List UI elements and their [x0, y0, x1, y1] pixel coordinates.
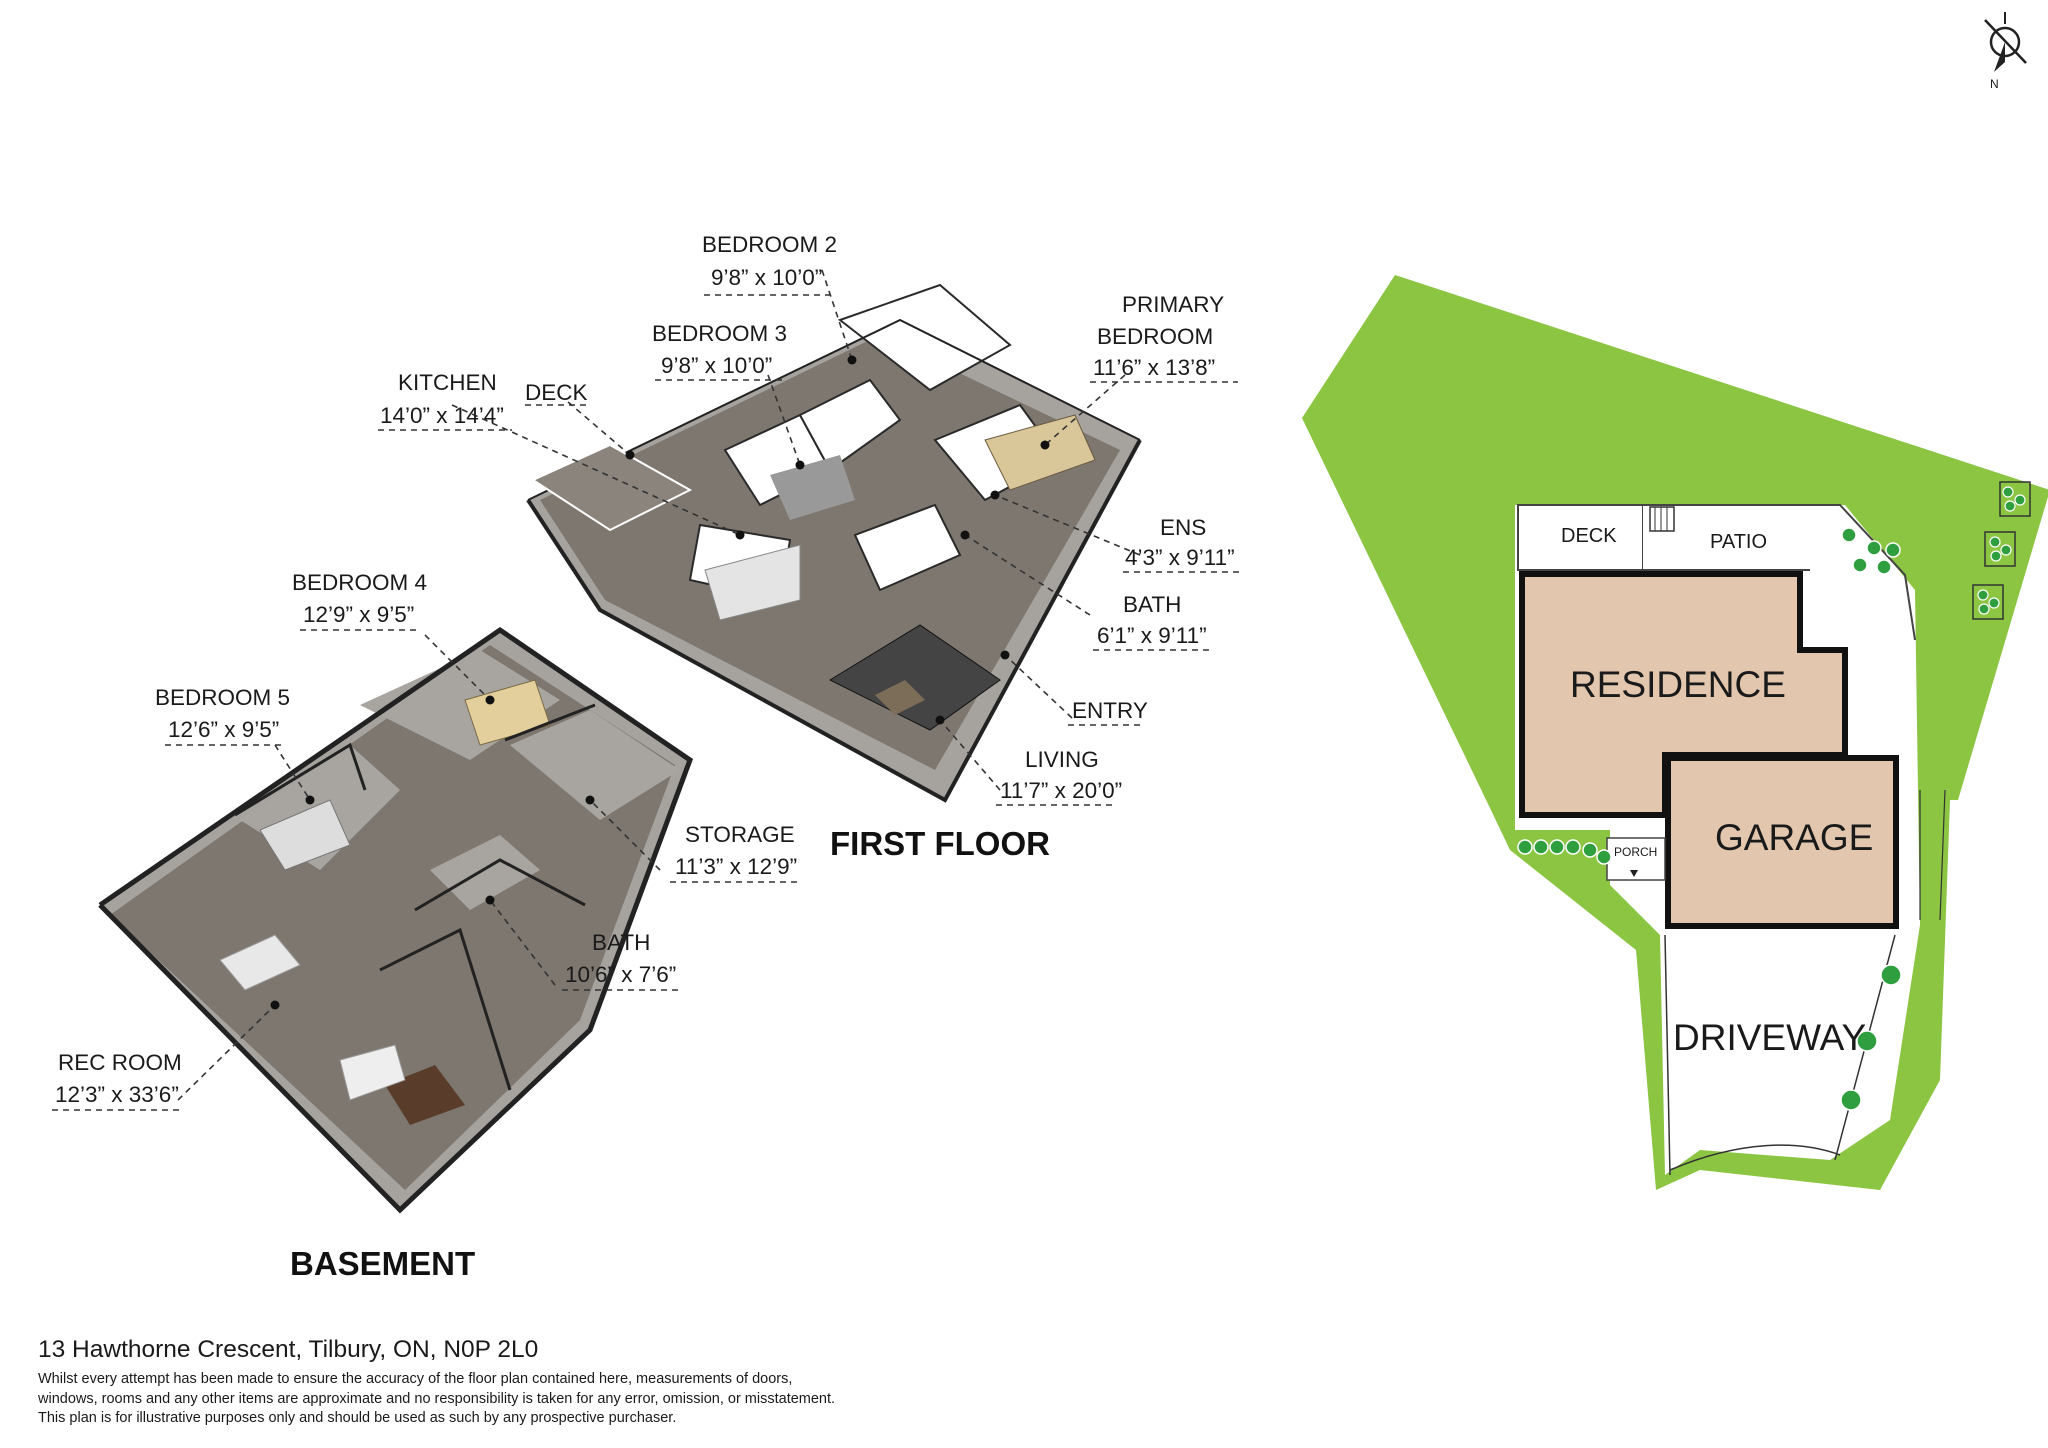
bedroom-5-dim: 12’6” x 9’5” [168, 717, 279, 742]
bedroom-3-dim: 9’8” x 10’0” [661, 353, 772, 378]
disclaimer-line-2: windows, rooms and any other items are a… [38, 1390, 836, 1407]
footer: 13 Hawthorne Crescent, Tilbury, ON, N0P … [38, 1336, 1038, 1429]
site-garage-label: GARAGE [1715, 817, 1873, 858]
bedroom-2-label: BEDROOM 2 [702, 232, 837, 257]
site-deck-label: DECK [1561, 525, 1617, 547]
bedroom-2-dim: 9’8” x 10’0” [711, 265, 822, 290]
room-leader-lines [177, 269, 1141, 1101]
compass-icon: N [1984, 12, 2027, 91]
basement-labels: BEDROOM 4 12’9” x 9’5” BEDROOM 5 12’6” x… [52, 570, 798, 1282]
bedroom-3-label: BEDROOM 3 [652, 321, 787, 346]
disclaimer-line-1: Whilst every attempt has been made to en… [38, 1371, 793, 1387]
kitchen-label: KITCHEN [398, 370, 497, 395]
basement-title: BASEMENT [290, 1245, 475, 1282]
basement-bath-label: BATH [592, 930, 650, 955]
compass-north-label: N [1990, 77, 1999, 91]
kitchen-dim: 14’0” x 14’4” [380, 403, 504, 428]
bedroom-4-dim: 12’9” x 9’5” [303, 602, 414, 627]
first-floor-plan [526, 283, 1142, 803]
living-dim: 11’7” x 20’0” [1000, 778, 1122, 803]
living-label: LIVING [1025, 747, 1099, 772]
site-residence-label: RESIDENCE [1570, 664, 1786, 705]
garage-building [1665, 755, 1899, 929]
ens-label: ENS [1160, 515, 1206, 540]
rec-room-label: REC ROOM [58, 1050, 182, 1075]
site-patio-label: PATIO [1710, 531, 1767, 553]
tree-icons [1517, 527, 1902, 1111]
first-floor-labels: BEDROOM 2 9’8” x 10’0” BEDROOM 3 9’8” x … [378, 232, 1240, 862]
bedroom-5-label: BEDROOM 5 [155, 685, 290, 710]
deck-label: DECK [525, 380, 588, 405]
entry-label: ENTRY [1072, 698, 1148, 723]
site-porch-label: PORCH [1614, 845, 1657, 859]
first-bath-label: BATH [1123, 592, 1181, 617]
primary-bedroom-dim: 11’6” x 13’8” [1093, 355, 1215, 380]
site-driveway-label: DRIVEWAY [1673, 1017, 1866, 1058]
primary-label-line2: BEDROOM [1097, 324, 1213, 349]
planter-boxes [1972, 481, 2031, 620]
property-address: 13 Hawthorne Crescent, Tilbury, ON, N0P … [38, 1336, 539, 1363]
first-floor-title: FIRST FLOOR [830, 825, 1050, 862]
primary-label-line1: PRIMARY [1122, 292, 1224, 317]
first-bath-dim: 6’1” x 9’11” [1097, 623, 1207, 648]
rec-room-dim: 12’3” x 33’6” [55, 1082, 179, 1107]
disclaimer-line-3: This plan is for illustrative purposes o… [38, 1410, 677, 1426]
bedroom-4-label: BEDROOM 4 [292, 570, 427, 595]
ens-dim: 4’3” x 9’11” [1125, 545, 1235, 570]
basement-plan [98, 626, 694, 1214]
basement-bath-dim: 10’6” x 7’6” [565, 962, 676, 987]
storage-label: STORAGE [685, 822, 795, 847]
storage-dim: 11’3” x 12’9” [675, 854, 797, 879]
site-plan: DECK PATIO RESIDENCE GARAGE PORCH DRIVEW… [1302, 275, 2048, 1190]
